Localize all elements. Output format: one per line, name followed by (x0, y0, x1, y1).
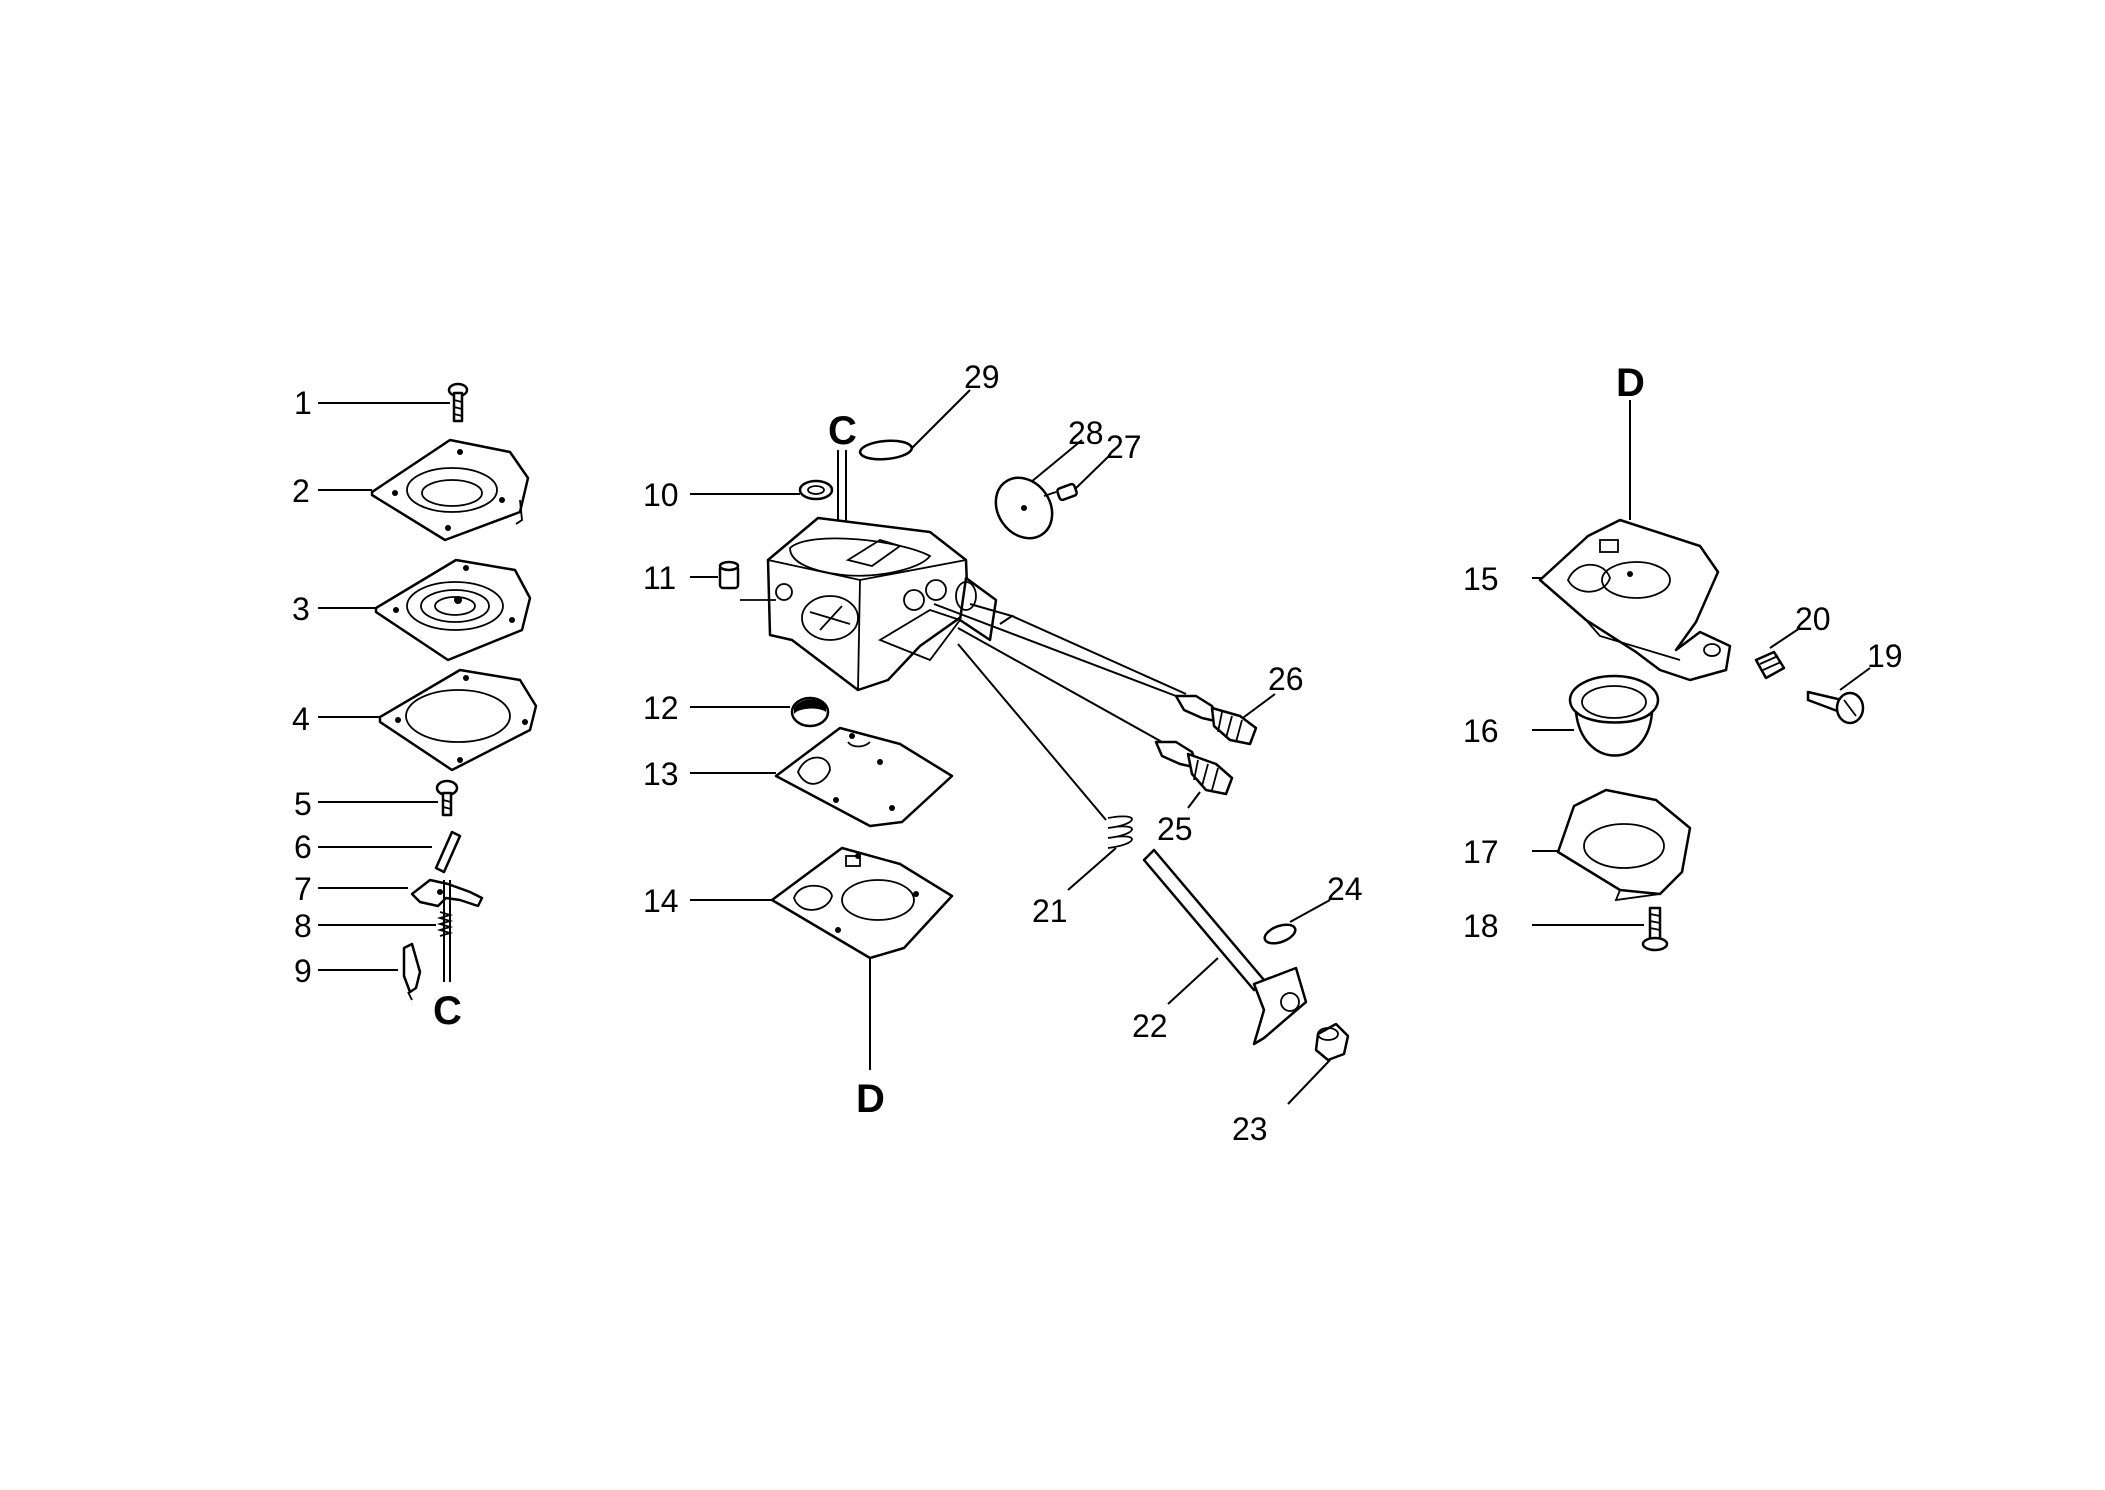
reference-d-middle: D (856, 1077, 885, 1121)
label-part-28: 28 (1068, 415, 1104, 451)
label-part-24: 24 (1327, 871, 1363, 907)
part-12-filter-screen (690, 696, 830, 728)
label-part-18: 18 (1463, 908, 1499, 944)
part-17-base-plate (1532, 788, 1692, 902)
part-4-gasket (318, 668, 538, 772)
part-7-metering-lever (318, 878, 484, 908)
label-part-19: 19 (1867, 638, 1903, 674)
label-part-20: 20 (1795, 601, 1831, 637)
label-part-7: 7 (294, 871, 312, 907)
reference-line-c-left (443, 880, 451, 982)
label-part-6: 6 (294, 829, 312, 865)
label-part-1: 1 (294, 385, 312, 421)
reference-c-left: C (433, 989, 462, 1033)
part-19-screw (1806, 667, 1871, 725)
part-27-screw (1043, 454, 1111, 502)
label-part-29: 29 (964, 359, 1000, 395)
label-part-13: 13 (643, 756, 679, 792)
part-16-primer-bulb (1532, 674, 1660, 757)
part-28-throttle-plate (994, 439, 1083, 540)
label-part-9: 9 (294, 953, 312, 989)
carburetor-body (740, 516, 998, 692)
part-11-plug (690, 560, 740, 590)
part-8-spring (318, 911, 454, 937)
part-6-lever-pin (318, 830, 462, 874)
label-part-12: 12 (643, 690, 679, 726)
label-part-17: 17 (1463, 834, 1499, 870)
label-part-8: 8 (294, 908, 312, 944)
part-3-metering-diaphragm (318, 558, 532, 662)
part-15-pump-cover (1532, 518, 1732, 682)
label-part-10: 10 (643, 477, 679, 513)
part-9-inlet-needle (318, 942, 422, 1001)
part-13-pump-diaphragm (690, 726, 954, 828)
leader-lines-adjust-screws (933, 603, 1187, 821)
label-part-27: 27 (1106, 429, 1142, 465)
label-part-21: 21 (1032, 893, 1068, 929)
label-part-11: 11 (643, 560, 676, 596)
part-24-e-clip (1263, 899, 1331, 945)
label-part-4: 4 (292, 701, 310, 737)
label-part-25: 25 (1157, 811, 1193, 847)
part-14-gasket (690, 846, 954, 960)
part-5-screw (318, 779, 459, 817)
part-1-screw (318, 382, 469, 423)
label-part-2: 2 (292, 473, 310, 509)
label-part-26: 26 (1268, 661, 1304, 697)
label-part-22: 22 (1132, 1008, 1168, 1044)
part-22-throttle-shaft (1142, 848, 1308, 1046)
label-part-14: 14 (643, 883, 679, 919)
label-part-3: 3 (292, 591, 310, 627)
reference-d-right: D (1616, 361, 1645, 405)
part-26-high-speed-needle (1174, 693, 1276, 746)
label-part-15: 15 (1463, 561, 1499, 597)
label-part-16: 16 (1463, 713, 1499, 749)
part-21-spring (1067, 815, 1133, 891)
part-29-pin (858, 389, 971, 461)
label-part-23: 23 (1232, 1111, 1268, 1147)
part-2-pump-cover (318, 438, 530, 542)
reference-c-middle: C (828, 409, 857, 453)
part-18-screw (1532, 906, 1669, 952)
part-23-swivel (1287, 1022, 1350, 1105)
part-25-low-speed-needle (1154, 740, 1234, 809)
part-20-spring (1754, 627, 1801, 680)
label-part-5: 5 (294, 786, 312, 822)
part-10-clip (690, 479, 834, 501)
